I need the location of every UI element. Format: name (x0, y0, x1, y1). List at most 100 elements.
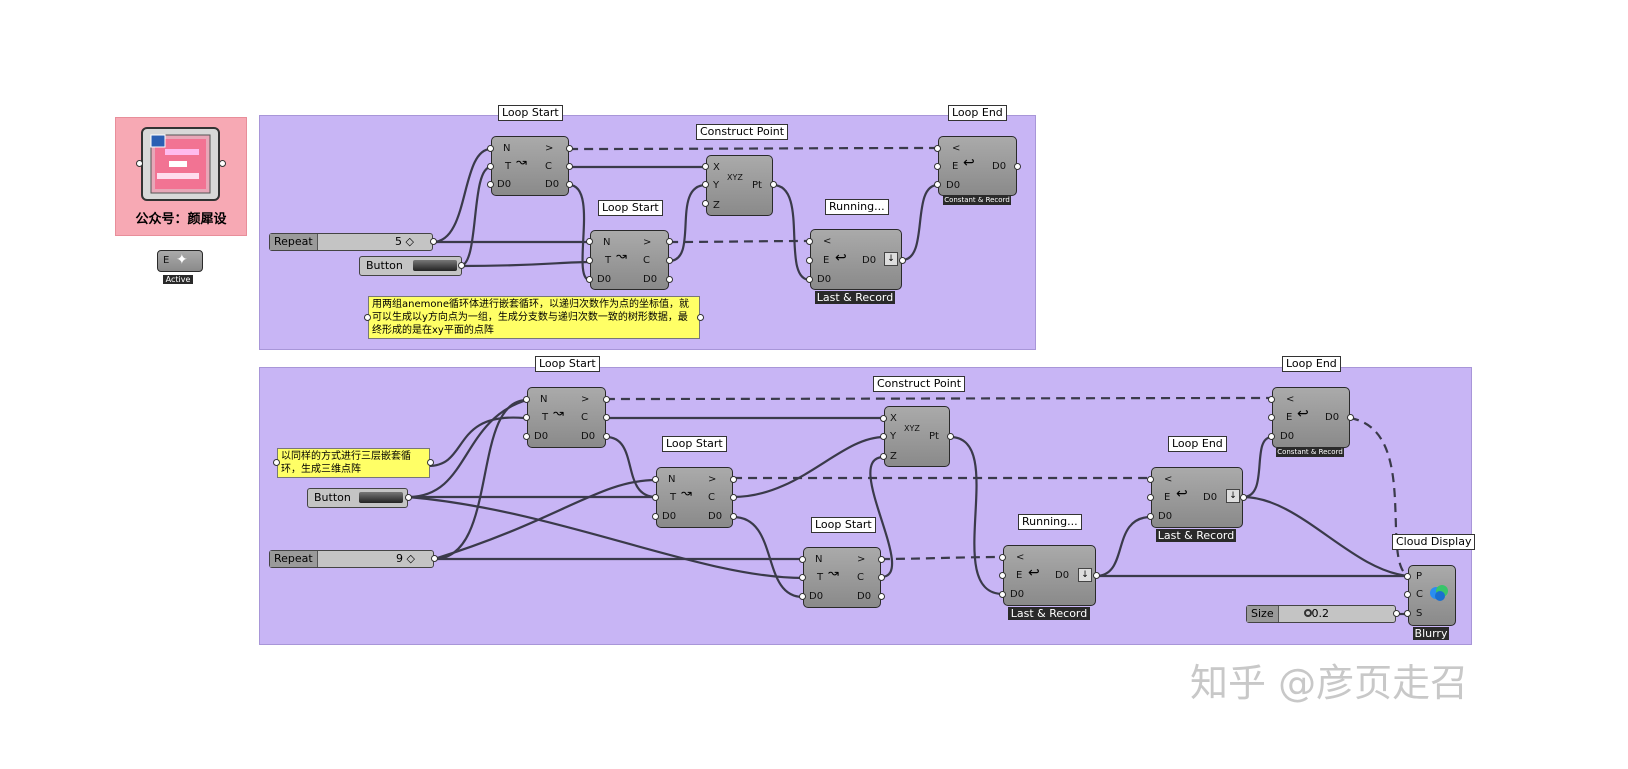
loop-end-component[interactable] (938, 136, 1017, 196)
port[interactable] (1268, 433, 1275, 440)
port[interactable] (999, 554, 1006, 561)
port[interactable] (1147, 476, 1154, 483)
port[interactable] (799, 556, 806, 563)
button-knob[interactable] (359, 492, 403, 503)
record-arrow-icon[interactable]: ↓ (1226, 489, 1240, 503)
port[interactable] (702, 163, 709, 170)
port[interactable] (273, 459, 280, 466)
port[interactable] (1268, 414, 1275, 421)
port[interactable] (934, 145, 941, 152)
port[interactable] (652, 494, 659, 501)
size-slider[interactable]: Size 0.2 (1246, 605, 1396, 623)
port[interactable] (430, 238, 437, 245)
port[interactable] (799, 593, 806, 600)
port[interactable] (878, 556, 885, 563)
construct-point-component[interactable] (706, 155, 773, 216)
port[interactable] (523, 414, 530, 421)
port[interactable] (806, 276, 813, 283)
port[interactable] (880, 433, 887, 440)
wire (459, 165, 492, 268)
port[interactable] (487, 181, 494, 188)
port[interactable] (427, 459, 434, 466)
repeat-slider[interactable]: Repeat 5 ◇ (269, 233, 433, 251)
port[interactable] (878, 574, 885, 581)
port[interactable] (1404, 610, 1411, 617)
port[interactable] (806, 238, 813, 245)
port[interactable] (652, 476, 659, 483)
port[interactable] (458, 262, 465, 269)
input-s: S (1416, 608, 1423, 619)
port[interactable] (1268, 396, 1275, 403)
repeat-slider[interactable]: Repeat 9 ◇ (269, 550, 434, 568)
port[interactable] (934, 181, 941, 188)
construct-point-component[interactable] (884, 406, 950, 467)
port[interactable] (770, 181, 777, 188)
port[interactable] (487, 145, 494, 152)
active-component[interactable] (157, 250, 203, 272)
port[interactable] (364, 314, 371, 321)
port[interactable] (586, 238, 593, 245)
record-arrow-icon[interactable]: ↓ (884, 252, 898, 266)
port[interactable] (666, 257, 673, 264)
port[interactable] (730, 513, 737, 520)
port[interactable] (566, 163, 573, 170)
record-arrow-icon[interactable]: ↓ (1078, 568, 1092, 582)
loop-end-component[interactable] (810, 229, 902, 290)
port[interactable] (1347, 414, 1354, 421)
port[interactable] (880, 453, 887, 460)
port[interactable] (1404, 591, 1411, 598)
port[interactable] (566, 145, 573, 152)
port[interactable] (1240, 494, 1247, 501)
port[interactable] (799, 574, 806, 581)
port[interactable] (666, 238, 673, 245)
port[interactable] (806, 257, 813, 264)
button-knob[interactable] (413, 260, 457, 271)
port[interactable] (899, 257, 906, 264)
port[interactable] (1147, 513, 1154, 520)
port[interactable] (999, 591, 1006, 598)
slider-name: Size (1247, 606, 1279, 622)
port[interactable] (666, 276, 673, 283)
port[interactable] (405, 494, 412, 501)
badge-in-port[interactable] (136, 160, 143, 167)
port[interactable] (652, 513, 659, 520)
wire (880, 555, 1004, 561)
port[interactable] (934, 163, 941, 170)
port[interactable] (566, 181, 573, 188)
port[interactable] (702, 200, 709, 207)
loop-start-component[interactable] (590, 230, 669, 290)
port[interactable] (880, 415, 887, 422)
loop-start-component[interactable] (527, 387, 606, 448)
port[interactable] (603, 433, 610, 440)
port[interactable] (999, 572, 1006, 579)
port[interactable] (730, 494, 737, 501)
port[interactable] (697, 314, 704, 321)
loop-return-icon: ↩ (835, 250, 847, 266)
port[interactable] (1014, 163, 1021, 170)
port[interactable] (1093, 572, 1100, 579)
port[interactable] (603, 414, 610, 421)
port[interactable] (487, 163, 494, 170)
file-badge-icon[interactable] (141, 127, 220, 201)
port[interactable] (1147, 494, 1154, 501)
port[interactable] (702, 181, 709, 188)
badge-out-port[interactable] (219, 160, 226, 167)
port[interactable] (1404, 573, 1411, 580)
port[interactable] (730, 476, 737, 483)
input-t: T (542, 412, 549, 423)
input-c: C (1416, 589, 1423, 600)
port[interactable] (603, 396, 610, 403)
port[interactable] (431, 555, 438, 562)
port[interactable] (523, 433, 530, 440)
loop-start-component[interactable] (491, 136, 569, 196)
toggle-button[interactable]: Button (359, 256, 462, 276)
input-d0: D0 (1280, 431, 1295, 442)
port[interactable] (947, 433, 954, 440)
port[interactable] (878, 593, 885, 600)
toggle-button[interactable]: Button (307, 488, 408, 508)
port[interactable] (586, 276, 593, 283)
slider-handle-icon[interactable] (1304, 609, 1312, 617)
port[interactable] (523, 396, 530, 403)
port[interactable] (586, 257, 593, 264)
port[interactable] (1393, 610, 1400, 617)
